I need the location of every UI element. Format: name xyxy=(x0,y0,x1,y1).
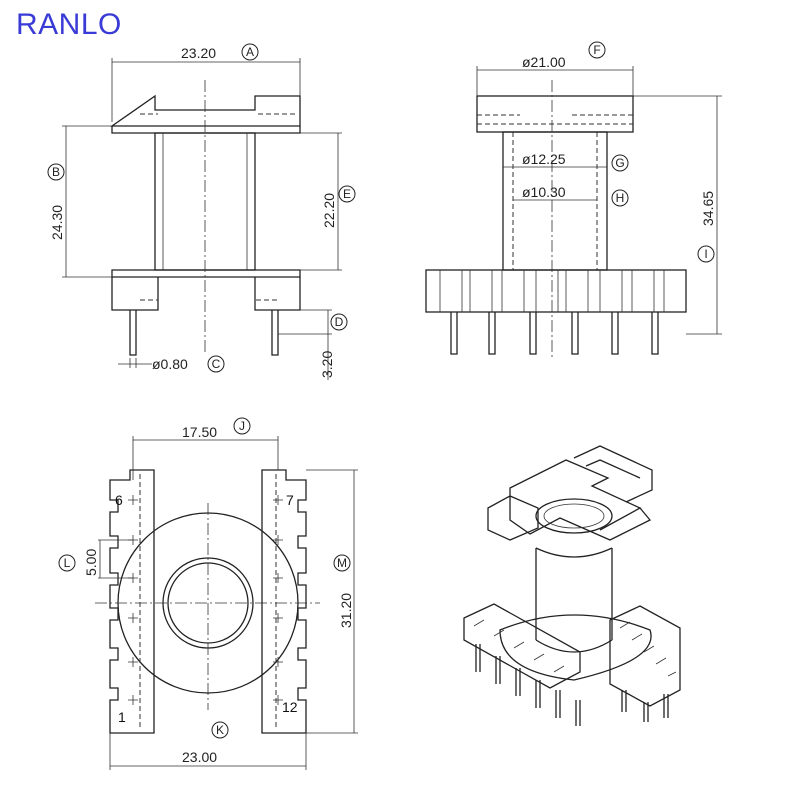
left-pin-rail xyxy=(109,469,155,734)
pin-number-12: 12 xyxy=(282,699,298,715)
iso-pins-left xyxy=(475,644,581,726)
iso-cylinder xyxy=(535,548,613,640)
iso-bottom-flange xyxy=(499,614,652,681)
pin-number-6: 6 xyxy=(115,492,123,508)
dim-label-a: A xyxy=(246,45,254,59)
dim-label-m: M xyxy=(337,556,347,570)
iso-left-rail xyxy=(463,603,581,689)
front-pin-left xyxy=(129,310,137,356)
dim-value-i: 34.65 xyxy=(700,191,716,226)
dim-value-k: 23.00 xyxy=(182,749,217,765)
dim-value-d: 3.20 xyxy=(319,351,335,378)
front-view: 23.20 A B 24.30 E 22.20 D 3.20 ø0.80 C xyxy=(47,43,356,380)
dim-value-f: ø21.00 xyxy=(522,54,566,70)
dim-label-c: C xyxy=(212,357,221,371)
iso-pins-right xyxy=(621,690,669,722)
dim-label-l: L xyxy=(64,556,71,570)
front-top-flange xyxy=(109,94,301,127)
dim-value-m: 31.20 xyxy=(338,593,354,628)
front-bottom-flange xyxy=(111,269,301,278)
dim-label-e: E xyxy=(343,187,351,201)
dim-label-j: J xyxy=(239,419,245,433)
side-view: ø21.00 F ø12.25 G ø10.30 H I 34.65 xyxy=(425,41,722,360)
pin-number-7: 7 xyxy=(286,492,294,508)
dim-value-h: ø10.30 xyxy=(522,184,566,200)
dim-label-b: B xyxy=(52,165,60,179)
dim-label-i: I xyxy=(704,247,707,261)
dim-label-f: F xyxy=(593,43,600,57)
dim-value-g: ø12.25 xyxy=(522,151,566,167)
dim-label-d: D xyxy=(335,315,344,329)
dim-value-j: 17.50 xyxy=(182,424,217,440)
dim-label-h: H xyxy=(616,191,625,205)
dim-value-l: 5.00 xyxy=(83,549,99,576)
iso-right-rail xyxy=(609,605,681,707)
dim-value-b: 24.30 xyxy=(49,205,65,240)
pin-number-1: 1 xyxy=(118,709,126,725)
side-pins xyxy=(450,312,659,355)
dim-value-a: 23.20 xyxy=(181,45,216,61)
side-top-flange xyxy=(476,95,634,133)
side-bottom-flange xyxy=(425,269,687,313)
dim-label-k: K xyxy=(216,723,224,737)
bottom-view: 6 7 1 12 17.50 J 23.00 K L 5.00 M 31.20 xyxy=(58,417,358,770)
dim-value-c: ø0.80 xyxy=(152,356,188,372)
front-pin-right xyxy=(271,310,279,356)
right-pin-rail xyxy=(261,469,307,734)
brand-logo: RANLO xyxy=(16,8,122,41)
isometric-view xyxy=(463,445,681,726)
iso-top-flange xyxy=(509,459,652,541)
dim-label-g: G xyxy=(615,156,624,170)
dim-value-e: 22.20 xyxy=(321,193,337,228)
